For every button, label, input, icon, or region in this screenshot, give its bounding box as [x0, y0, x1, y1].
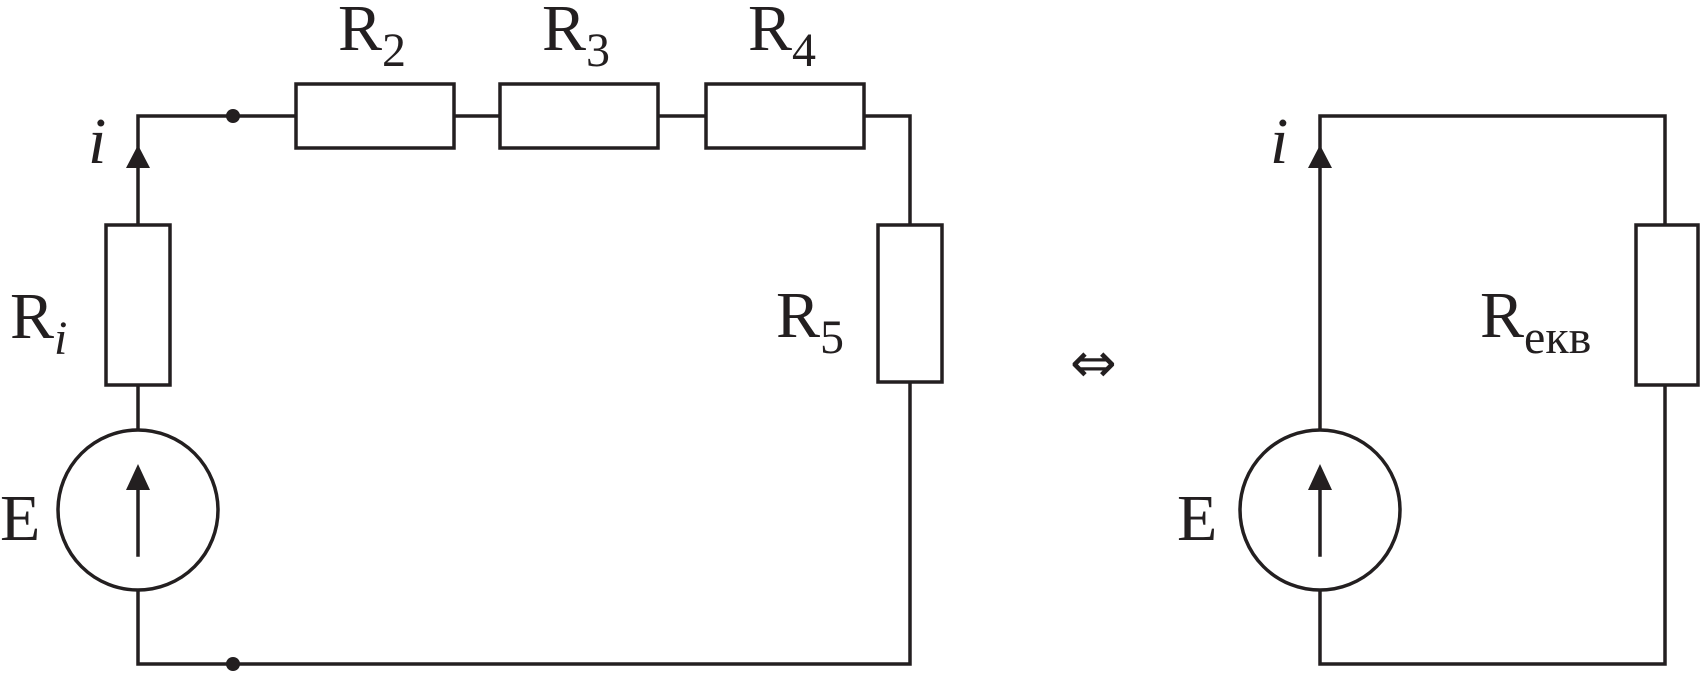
left-circuit: i E Ri R2 R3 R4 R5	[0, 0, 944, 671]
left-junction-dot-bottom	[226, 657, 240, 671]
left-source-arrow-icon	[126, 464, 150, 490]
label-r3: R3	[542, 0, 610, 77]
right-top-wire	[1318, 114, 1667, 227]
right-source-arrow-icon	[1308, 464, 1332, 490]
resistor-rekv	[1634, 223, 1700, 387]
right-circuit: i E Rекв	[1177, 105, 1700, 666]
resistor-ri	[104, 223, 172, 387]
resistor-r3	[498, 82, 660, 150]
label-r4: R4	[748, 0, 816, 77]
label-rekv: Rекв	[1480, 279, 1591, 364]
left-current-arrow-icon	[126, 145, 150, 168]
right-source-label: E	[1177, 482, 1217, 555]
left-right-wire	[136, 380, 912, 666]
left-source-label: E	[0, 482, 40, 555]
left-current-label: i	[88, 105, 106, 178]
label-ri: Ri	[10, 280, 67, 365]
equivalence-symbol: ⇔	[1070, 331, 1117, 396]
right-bottom-wire	[1318, 383, 1667, 666]
right-current-arrow-icon	[1308, 145, 1332, 168]
resistor-r4	[704, 82, 866, 150]
left-junction-dot-top	[226, 109, 240, 123]
resistor-r2	[294, 82, 456, 150]
label-r5: R5	[776, 279, 844, 364]
right-current-label: i	[1270, 105, 1288, 178]
label-r2: R2	[338, 0, 406, 77]
resistor-r5	[876, 223, 944, 384]
